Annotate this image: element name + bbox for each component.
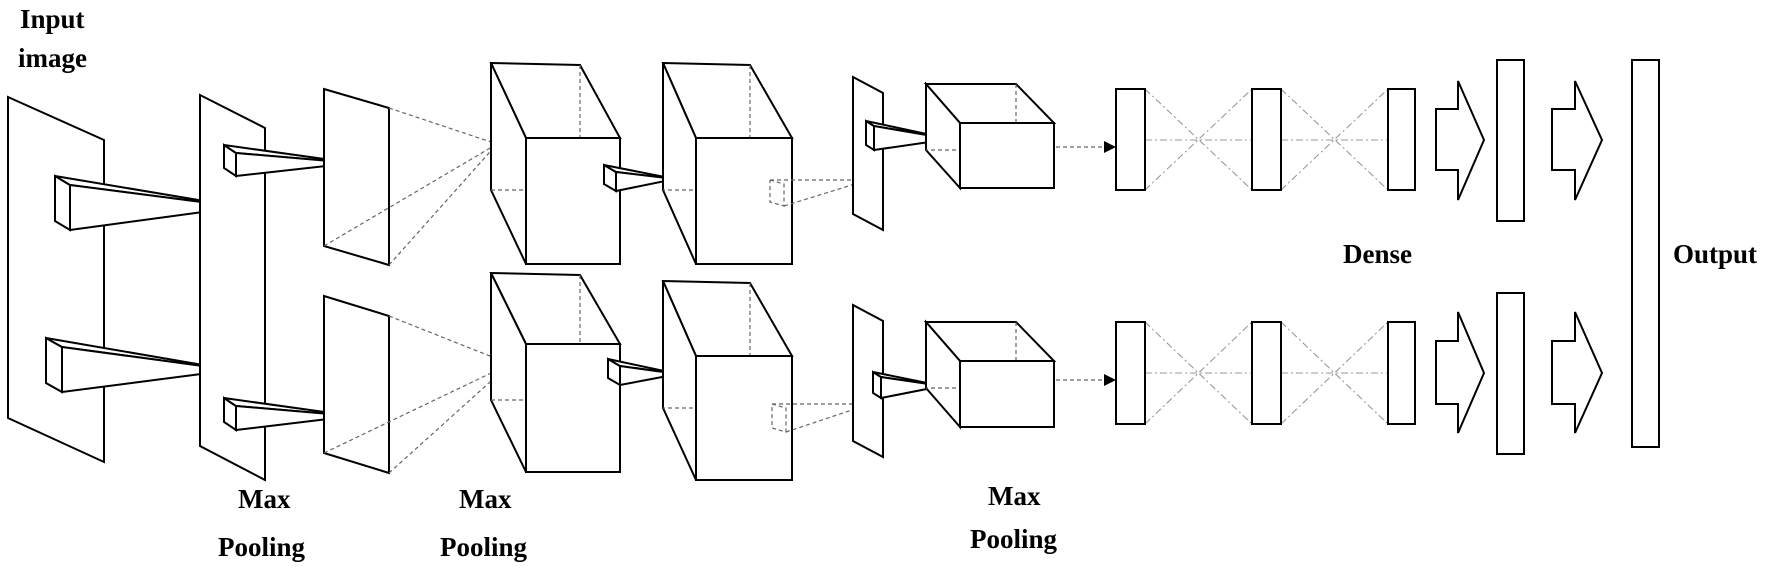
label-pool3-line1: Max [988,481,1041,511]
pooled-cube-top [923,81,1057,191]
block-arrow-1-bottom [1435,311,1486,434]
dense-connections [1144,88,1389,425]
pooled-cube-bottom [923,319,1057,430]
dense-layer-3-top [1387,88,1416,191]
flatten-arrow-top [1056,141,1116,153]
label-pool2-line2: Pooling [440,532,528,562]
label-output: Output [1673,239,1757,269]
dense-layer-2-top [1251,88,1282,191]
dense-layer-1-bottom [1115,321,1146,425]
max-pooling-plane-1 [199,93,354,482]
block-arrow-2-bottom [1551,311,1604,434]
block-arrow-2-top [1551,80,1604,201]
label-pool1-line1: Max [238,484,291,514]
label-pool1-line2: Pooling [218,532,306,562]
dense-layer-3-bottom [1387,321,1416,425]
conv-block-2-top [661,61,869,265]
conv-block-1-bottom [489,271,679,473]
conv-block-2-bottom [661,279,871,481]
projection-lines-1 [323,107,511,474]
max-pooling-plane-3-bottom [852,303,943,459]
feature-map-plane-bottom [323,294,390,475]
input-image-plane [7,95,241,464]
label-pool3-line2: Pooling [970,524,1058,554]
feature-map-plane-top [323,87,390,267]
dense-layer-2-bottom [1251,321,1282,425]
label-dense: Dense [1343,239,1412,269]
conv-block-1-top [489,61,676,265]
block-arrow-1-top [1435,80,1486,201]
output-layer [1631,59,1660,448]
dense-layer-1-top [1115,88,1146,191]
label-pool2-line1: Max [459,484,512,514]
label-input-line2: image [18,43,87,73]
flatten-arrow-bottom [1056,374,1116,386]
dense-bar-bottom [1496,292,1525,455]
dense-bar-top [1496,59,1525,222]
label-input-line1: Input [20,4,85,34]
